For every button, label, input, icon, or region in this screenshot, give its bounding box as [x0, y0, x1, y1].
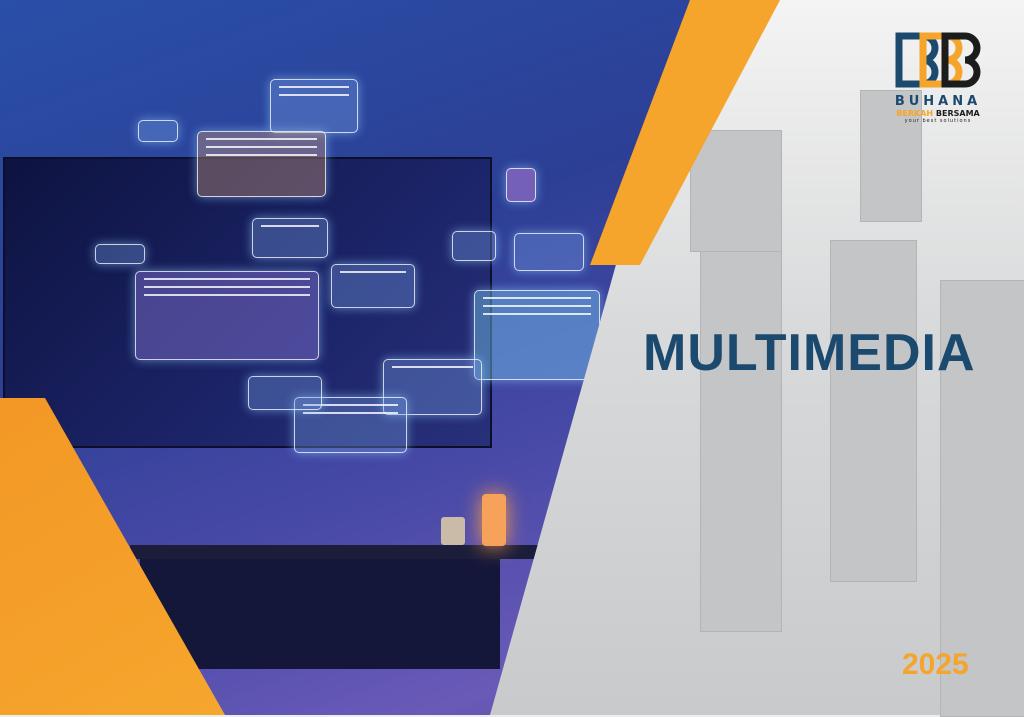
text-line [392, 366, 473, 368]
text-line [279, 86, 349, 88]
floating-ui-card [294, 397, 407, 453]
logo-subtitle: BERKAH BERSAMA [888, 109, 988, 118]
plant-pot [441, 517, 465, 545]
text-line [483, 297, 591, 299]
floating-ui-card [383, 359, 482, 415]
text-line [483, 305, 591, 307]
text-line [279, 94, 349, 96]
floating-ui-card [197, 131, 326, 197]
text-line [261, 225, 319, 227]
text-line [206, 138, 317, 140]
logo-sub-a: BERKAH [896, 109, 934, 118]
floating-ui-card [506, 168, 536, 202]
tv-screen [3, 157, 492, 448]
text-line [303, 404, 398, 406]
text-line [340, 271, 406, 273]
logo-tagline: your best solutions [904, 118, 972, 124]
building [830, 240, 917, 582]
cabinet [140, 559, 500, 669]
text-line [206, 154, 317, 156]
text-line [144, 286, 310, 288]
floating-ui-card [452, 231, 496, 261]
logo-sub-b: BERSAMA [935, 109, 980, 118]
floating-ui-card [514, 233, 584, 271]
floating-ui-card [248, 376, 322, 410]
logo-name: BUHANA [894, 94, 982, 109]
logo-mark-icon [895, 32, 981, 88]
building [690, 130, 782, 252]
building [860, 90, 922, 222]
company-logo: BUHANA BERKAH BERSAMA your best solution… [888, 32, 988, 124]
floating-ui-card [474, 290, 600, 380]
floating-ui-card [135, 271, 319, 360]
text-line [206, 146, 317, 148]
floating-ui-card [138, 120, 178, 142]
floating-ui-card [252, 218, 328, 258]
lamp [482, 494, 506, 546]
text-line [144, 278, 310, 280]
cover-title: MULTIMEDIA [643, 324, 976, 382]
shelf [130, 545, 550, 559]
cover-year: 2025 [902, 648, 969, 681]
text-line [303, 412, 398, 414]
text-line [483, 313, 591, 315]
building [940, 280, 1024, 717]
building [700, 250, 782, 632]
floating-ui-card [270, 79, 358, 133]
floating-ui-card [331, 264, 415, 308]
text-line [144, 294, 310, 296]
floating-ui-card [95, 244, 145, 264]
